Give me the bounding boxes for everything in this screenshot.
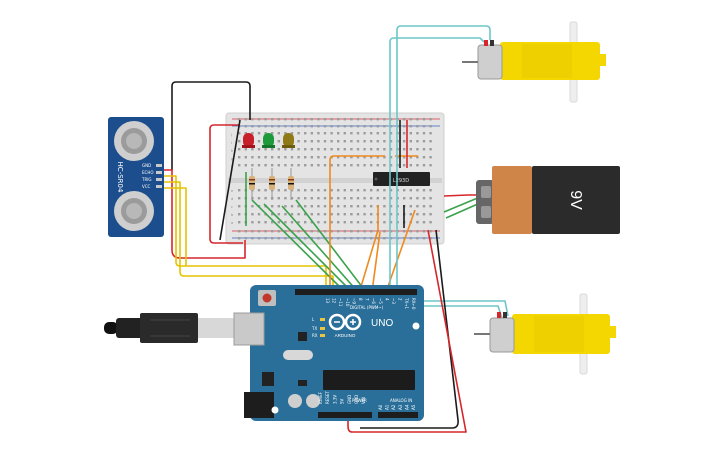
sensor-pin-gnd: GND	[142, 163, 151, 168]
tx-led-label: TX	[311, 326, 317, 331]
dc-motor-bottom[interactable]	[474, 293, 616, 375]
digital-pin-label: ~3	[391, 298, 396, 304]
wire-teal	[396, 25, 491, 290]
row-letter: j	[230, 133, 232, 137]
row-letter: e	[231, 189, 233, 193]
l-led-label: L	[312, 317, 315, 322]
row-letter: g	[231, 157, 233, 161]
wire-green	[295, 199, 367, 293]
power-pin-label: VIN	[361, 397, 366, 404]
row-letter: b	[231, 213, 234, 217]
resistor-2[interactable]	[269, 168, 275, 200]
wire-teal	[411, 290, 509, 317]
wire-green	[443, 196, 481, 213]
digital-pin-label: ~9	[351, 298, 356, 304]
row-letter: h	[231, 149, 233, 153]
digital-pin-label: 8	[358, 298, 363, 301]
digital-pin-label: 4	[384, 298, 389, 301]
chip-label: L293D	[393, 178, 409, 184]
resistor-1[interactable]	[249, 168, 255, 200]
analog-header[interactable]	[378, 412, 418, 418]
row-letter: d	[231, 197, 233, 201]
sensor-pin-trig: TRIG	[141, 177, 152, 182]
analog-pin-label: A4	[404, 404, 409, 410]
wire-black	[360, 229, 459, 429]
wire-yellow	[162, 187, 187, 266]
power-header[interactable]	[318, 412, 372, 418]
arduino-logo	[328, 313, 362, 331]
analog-pin-label: A0	[378, 404, 383, 410]
ultrasonic-sensor[interactable]: HC-SR04 GND ECHO TRIG VCC	[108, 117, 164, 237]
row-letter: i	[231, 141, 232, 145]
l293d-chip[interactable]: L293D	[373, 172, 430, 186]
power-pin-label: GND	[347, 395, 352, 404]
wire-orange	[371, 231, 381, 293]
wire-orange	[329, 155, 385, 292]
wire-orange	[385, 209, 416, 293]
wire-yellow	[162, 181, 334, 292]
digital-header-label: DIGITAL (PWM~)	[350, 305, 384, 310]
digital-pin-label: ~10	[345, 298, 350, 307]
sensor-model-label: HC-SR04	[116, 162, 124, 193]
wire-teal	[389, 37, 485, 290]
wire-red	[209, 124, 243, 244]
digital-pin-label: 13	[325, 298, 330, 304]
digital-pin-label: ~6	[371, 298, 376, 304]
dc-motor-top[interactable]	[462, 21, 606, 103]
power-pin-label: IOREF	[318, 391, 323, 404]
breadboard-row-letters-bottom: e d c b a	[231, 189, 234, 225]
battery-9v[interactable]: 9V	[476, 166, 620, 234]
wire-red	[347, 229, 467, 433]
yellow-led[interactable]	[282, 133, 295, 148]
wire-green	[263, 203, 353, 293]
digital-pin-label: ~11	[338, 298, 343, 307]
wire-black	[171, 81, 251, 170]
analog-pin-label: A2	[391, 404, 396, 410]
brand-label: ARDUINO	[335, 333, 356, 338]
row-letter: a	[231, 221, 233, 225]
rx-led-label: RX	[312, 333, 318, 338]
power-pin-label: RESET	[325, 391, 330, 404]
digital-pin-label: 7	[365, 298, 370, 301]
analog-pin-label: A5	[411, 404, 416, 410]
analog-header-label: ANALOG IN	[390, 398, 412, 403]
power-pin-label: 5V	[340, 398, 345, 404]
digital-pin-label: 2	[398, 298, 403, 301]
wire-green	[281, 205, 359, 293]
digital-header[interactable]	[295, 289, 417, 295]
digital-pin-label: 12	[332, 298, 337, 304]
wire-black	[219, 119, 241, 241]
analog-pin-label: A3	[398, 404, 403, 410]
red-led[interactable]	[242, 133, 255, 148]
digital-pin-label: TX→1	[404, 297, 409, 310]
sensor-pin-echo: ECHO	[142, 170, 153, 175]
digital-pin-label: RX←0	[411, 298, 416, 310]
wire-green	[445, 202, 481, 219]
board-model-label: UNO	[371, 318, 393, 329]
reset-button[interactable]	[262, 293, 272, 303]
analog-pin-label: A1	[385, 404, 390, 410]
power-header-label: POWER	[352, 398, 367, 403]
usb-cable	[104, 313, 234, 343]
green-led[interactable]	[262, 133, 275, 148]
sensor-pin-vcc: VCC	[142, 184, 151, 189]
row-letter: c	[231, 205, 233, 209]
digital-pin-label: ~5	[378, 298, 383, 304]
power-pin-label: 3.3V	[332, 395, 337, 404]
resistor-3[interactable]	[288, 168, 294, 200]
wire-red	[443, 194, 480, 197]
power-pin-label: GND	[354, 395, 359, 404]
wire-orange	[359, 205, 379, 291]
atmega-chip	[323, 370, 415, 390]
battery-voltage-label: 9V	[567, 190, 584, 210]
